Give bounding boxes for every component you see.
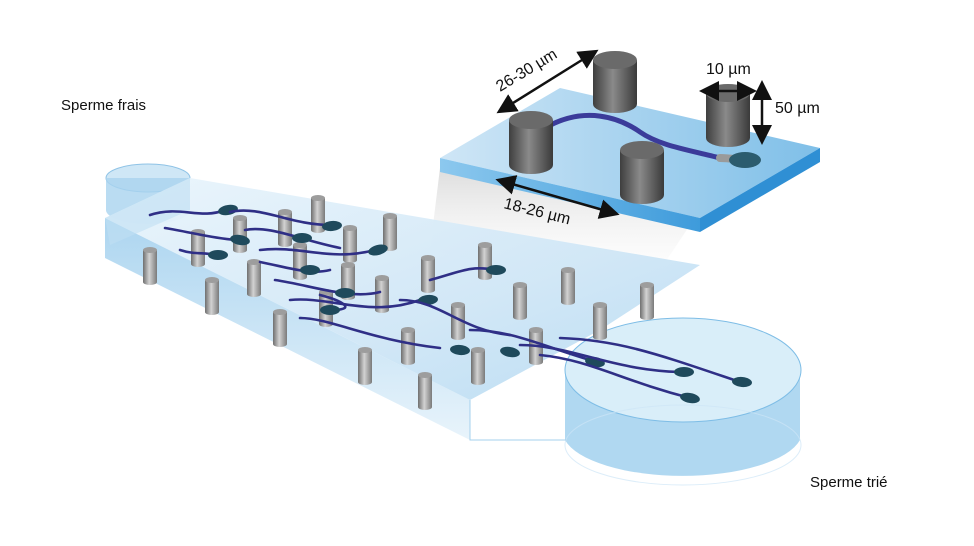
pillar — [529, 327, 543, 365]
pillar-array — [143, 195, 654, 410]
inlet-label: Sperme frais — [61, 97, 147, 114]
pillar — [375, 275, 389, 313]
pillar — [513, 282, 527, 320]
pillar — [233, 215, 247, 253]
sperm-tail — [518, 343, 682, 374]
sperm-head — [674, 367, 694, 377]
pitch-dimension-label: 26-30 µm — [493, 46, 560, 96]
pillar — [358, 347, 372, 385]
pillar — [205, 277, 219, 315]
inset-sperm-head — [729, 152, 761, 168]
pillar — [278, 209, 292, 247]
microchannel — [105, 163, 802, 486]
pillar — [273, 309, 287, 347]
inset-pillar — [706, 84, 750, 147]
pillar — [343, 225, 357, 263]
pillar — [640, 282, 654, 320]
sperm-head — [486, 265, 506, 275]
pillar — [383, 213, 397, 251]
sperm-tail — [228, 209, 332, 227]
sperm-tail — [538, 353, 692, 400]
gap-arrow — [495, 175, 620, 219]
sperm-head — [368, 244, 388, 256]
sperm-tail — [258, 260, 332, 273]
inset-pillar — [620, 141, 664, 204]
sperm-head — [450, 344, 470, 356]
pillar — [471, 347, 485, 385]
sperm-tail — [243, 227, 342, 250]
height-dimension-label: 50 µm — [775, 100, 820, 117]
sperm-head — [230, 234, 250, 246]
sperm-head — [680, 392, 700, 404]
inset-pillar — [509, 111, 553, 174]
pillar — [561, 267, 575, 305]
pillar — [247, 259, 261, 297]
sperm-tail — [468, 328, 592, 362]
sperm-head — [300, 265, 320, 275]
sperm-tail — [258, 247, 377, 256]
pillar — [593, 302, 607, 340]
pillar — [451, 302, 465, 340]
inset-pillar — [593, 51, 637, 113]
sperm-tail — [163, 226, 238, 242]
sperm-head — [322, 220, 342, 232]
pitch-arrow — [496, 49, 599, 114]
sperm-head — [335, 288, 355, 298]
sperm-cells — [148, 204, 752, 404]
sperm-head — [732, 376, 752, 388]
inset-sperm-tail — [542, 113, 723, 161]
sperm-head — [500, 346, 520, 358]
sperm-tail — [148, 208, 227, 217]
pillar — [418, 372, 432, 410]
pillar — [421, 255, 435, 293]
pillar — [401, 327, 415, 365]
sperm-tail — [298, 316, 442, 350]
sperm-tail — [558, 336, 742, 384]
outlet-label: Sperme trié — [810, 474, 888, 491]
sperm-tail — [273, 278, 382, 296]
pillar — [143, 247, 157, 285]
pillar — [478, 242, 492, 280]
sperm-tail — [288, 298, 422, 309]
diameter-dimension-label: 10 µm — [706, 61, 751, 78]
sperm-head — [208, 250, 228, 260]
sperm-head — [320, 305, 340, 315]
sperm-head — [292, 233, 312, 243]
